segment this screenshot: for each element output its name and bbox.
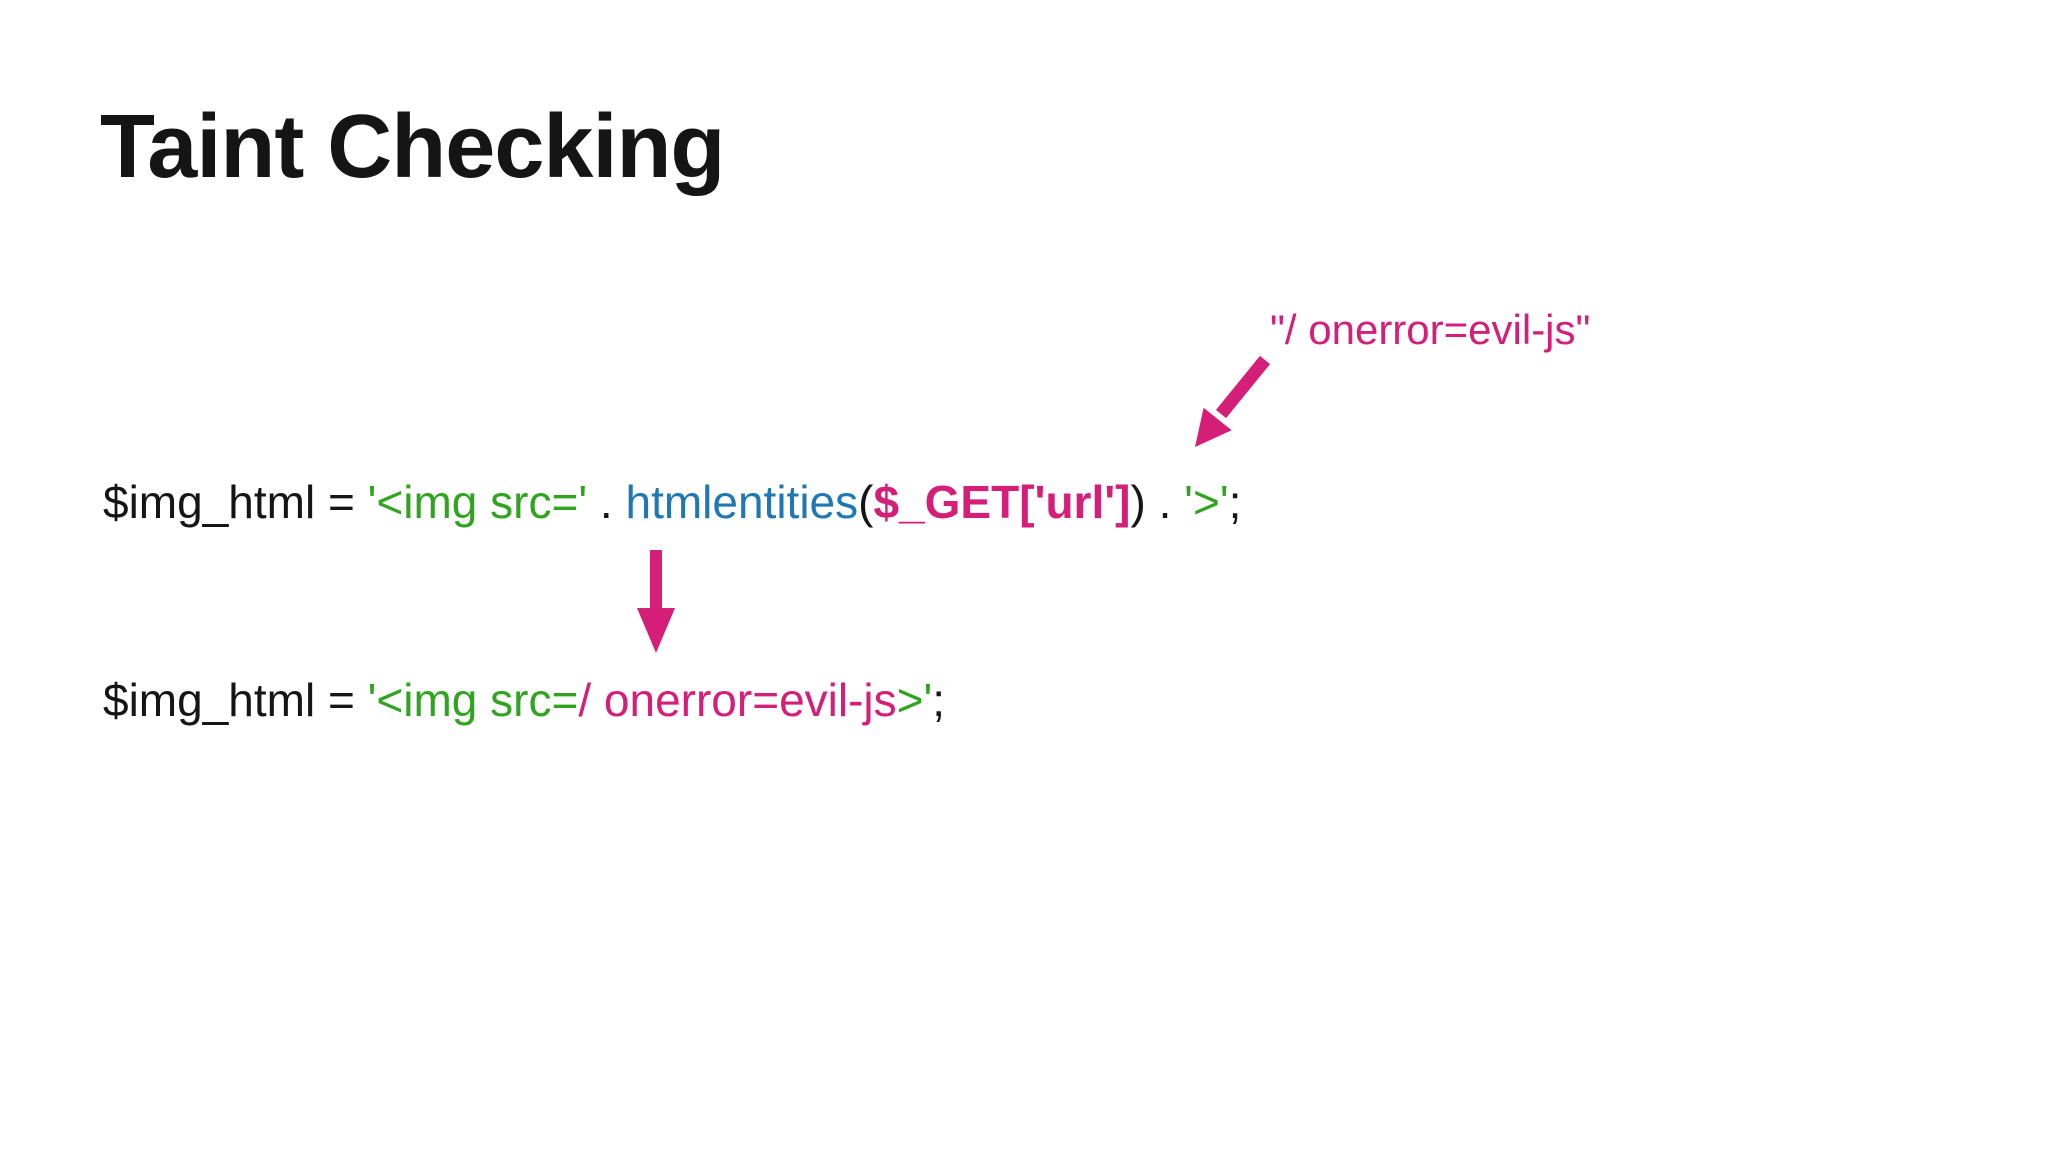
code-token-paren-close: ) <box>1130 476 1146 528</box>
code-token-string-close: '>' <box>1184 476 1229 528</box>
code-line-original: $img_html = '<img src=' . htmlentities($… <box>103 475 1241 529</box>
code-token-terminator: ; <box>1228 476 1242 528</box>
page-title: Taint Checking <box>100 97 725 197</box>
code-token-string-suffix: >' <box>896 674 933 726</box>
code-token-function-name: htmlentities <box>625 476 859 528</box>
code-token-assign: $img_html = <box>103 476 368 528</box>
code-token-string-prefix: '<img src= <box>367 674 579 726</box>
attacker-input-label: "/ onerror=evil-js" <box>1270 306 1591 353</box>
code-token-injected-payload: / onerror=evil-js <box>578 674 897 726</box>
code-token-assign: $img_html = <box>103 674 368 726</box>
arrow-down-left-icon <box>1183 352 1278 457</box>
code-token-tainted-input: $_GET['url'] <box>873 476 1131 528</box>
code-token-string-open: '<img src=' <box>367 476 588 528</box>
code-line-result: $img_html = '<img src=/ onerror=evil-js>… <box>103 673 945 727</box>
code-token-paren-open: ( <box>858 476 874 528</box>
code-token-terminator: ; <box>932 674 946 726</box>
code-token-concat: . <box>1145 476 1185 528</box>
arrow-down-icon <box>633 550 679 655</box>
code-token-concat: . <box>587 476 626 528</box>
